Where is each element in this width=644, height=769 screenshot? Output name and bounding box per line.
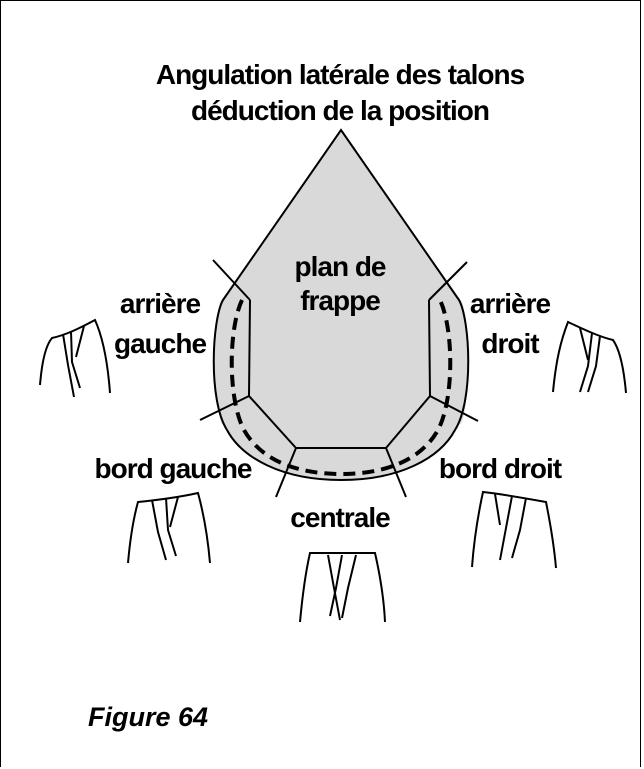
figure-caption: Figure 64 (88, 702, 209, 732)
tick-front-right (385, 447, 407, 498)
tick-rear-right (428, 261, 468, 301)
trouser-icon-rear-right (552, 320, 627, 394)
tick-front-left (275, 447, 297, 498)
trouser-icon-edge-right (471, 490, 557, 569)
tick-rear-left (212, 259, 251, 301)
label-edge-right: bord droit (439, 453, 562, 484)
trouser-icon-edge-left (127, 491, 211, 564)
label-rear-left-2: gauche (114, 328, 206, 359)
striking-plane-outline (247, 299, 432, 449)
label-edge-left: bord gauche (94, 453, 251, 484)
label-plan-de: plan de (294, 251, 385, 282)
trouser-icon-rear-left (39, 318, 111, 398)
tick-mid-right (429, 395, 479, 422)
label-rear-left-1: arrière (120, 288, 201, 319)
label-central: centrale (290, 502, 390, 533)
diagram-title-line2: déduction de la position (191, 95, 489, 126)
label-rear-right-1: arrière (470, 288, 551, 319)
diagram-title-line1: Angulation latérale des talons (156, 59, 525, 90)
heel-sole-outline (212, 128, 470, 482)
trouser-icon-central (299, 552, 386, 623)
label-frappe: frappe (300, 285, 380, 316)
tick-mid-left (199, 395, 250, 421)
label-rear-right-2: droit (481, 328, 539, 359)
